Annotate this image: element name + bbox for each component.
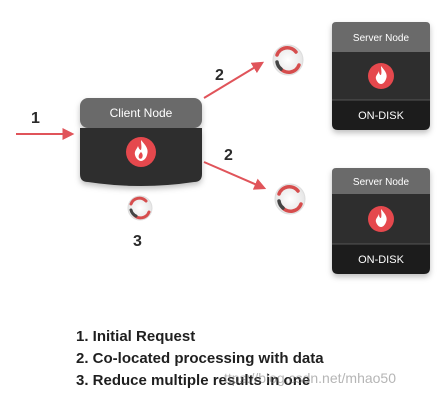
flame-icon: [126, 137, 156, 167]
legend-item-co-located-processing: 2. Co-located processing with data: [76, 350, 324, 367]
server-node-bottom-storage: ON-DISK: [358, 254, 405, 266]
server-node-top-header: [332, 22, 430, 52]
legend-item-reduce-results: 3. Reduce multiple results in one: [76, 372, 311, 389]
legend-list: 1. Initial Request 2. Co-located process…: [76, 326, 324, 392]
flame-icon: [368, 206, 394, 232]
server-node-top-label: Server Node: [353, 33, 410, 44]
watermark: ttps://blog.csdn.net/mhao50: [224, 370, 396, 386]
arrow-to-server-top: [203, 61, 265, 99]
spinner-icon: [272, 44, 304, 76]
server-node-bottom-label: Server Node: [353, 177, 410, 188]
legend-item-initial-request: 1. Initial Request: [76, 328, 196, 345]
server-node-top-disk: [332, 100, 430, 130]
client-node-label: Client Node: [110, 106, 173, 120]
spinner-icon: [127, 195, 153, 221]
server-node-bottom-header: [332, 168, 430, 194]
flame-icon: [368, 63, 394, 89]
step-number-2-top: 2: [215, 67, 224, 84]
step-number-3: 3: [133, 233, 142, 250]
spinner-icon: [274, 183, 306, 215]
arrow-to-server-bottom: [203, 161, 267, 190]
server-node-top: [332, 22, 430, 130]
step-number-1: 1: [31, 110, 40, 127]
step-number-2-bottom: 2: [224, 147, 233, 164]
client-node-header: [80, 98, 202, 128]
server-node-top-storage: ON-DISK: [358, 110, 405, 122]
server-node-bottom-disk: [332, 244, 430, 274]
